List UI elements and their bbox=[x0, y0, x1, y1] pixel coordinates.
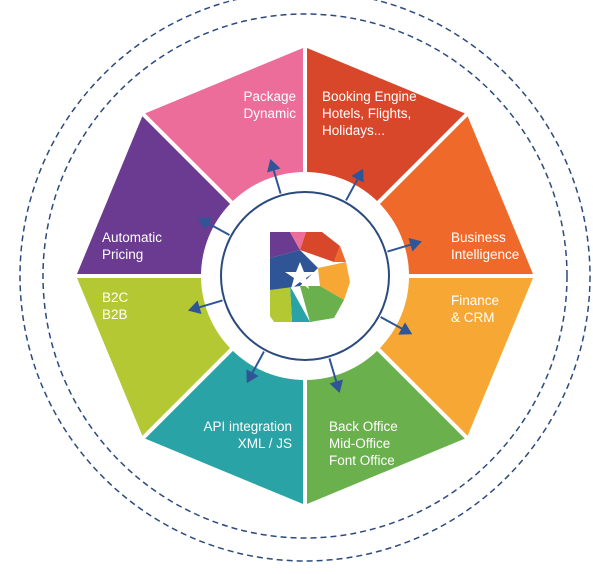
logo-facet bbox=[270, 286, 292, 322]
segment-label-line: Business bbox=[451, 230, 506, 245]
segment-label-line: API integration bbox=[203, 419, 292, 434]
arrow-head-icon bbox=[197, 217, 212, 230]
segment-label-line: B2C bbox=[102, 290, 129, 305]
segment-label-line: Package bbox=[243, 89, 296, 104]
logo-facet bbox=[300, 232, 340, 262]
logo-facet bbox=[300, 286, 344, 322]
segment-label-line: Mid-Office bbox=[329, 436, 390, 451]
segment-label-line: XML / JS bbox=[238, 436, 292, 451]
arrow-shaft bbox=[272, 168, 282, 194]
logo-facet bbox=[334, 246, 346, 262]
segment-label-finance-crm: Finance & CRM bbox=[451, 293, 499, 325]
arrow-head-icon bbox=[246, 369, 259, 384]
segment-label-line: & CRM bbox=[451, 310, 495, 325]
arrow-head-icon bbox=[188, 300, 202, 314]
middle-dashed-ring bbox=[42, 13, 568, 539]
segment-b2c-b2b bbox=[77, 278, 231, 436]
segment-automatic-pricing bbox=[77, 116, 231, 274]
arrow-shaft bbox=[197, 299, 223, 309]
logo-facet bbox=[318, 262, 350, 300]
arrow-shaft bbox=[345, 177, 360, 201]
segment-back-office bbox=[307, 350, 465, 504]
arrow-shaft bbox=[380, 316, 404, 331]
segment-label-line: Holidays... bbox=[322, 123, 385, 138]
b-logo bbox=[270, 232, 350, 322]
segment-label-line: Dynamic bbox=[243, 106, 296, 121]
arrow-head-icon bbox=[398, 322, 413, 335]
arrow-head-icon bbox=[329, 379, 343, 393]
arrow-shaft bbox=[250, 351, 265, 375]
logo-facet bbox=[270, 232, 300, 258]
segment-label-line: Font Office bbox=[329, 453, 395, 468]
arrow-shaft bbox=[387, 243, 413, 253]
logo-star-icon bbox=[285, 262, 315, 289]
arrow-head-icon bbox=[351, 168, 364, 183]
segment-label-line: Booking Engine bbox=[322, 89, 417, 104]
segment-label-line: Finance bbox=[451, 293, 499, 308]
segment-label-line: B2B bbox=[102, 307, 128, 322]
arrow-group bbox=[188, 159, 422, 393]
segment-label-line: Back Office bbox=[329, 419, 398, 434]
outer-dashed-ring bbox=[19, 0, 591, 562]
segment-label-line: Hotels, Flights, bbox=[322, 106, 411, 121]
segment-label-line: Intelligence bbox=[451, 247, 519, 262]
segment-finance-crm bbox=[379, 278, 533, 436]
segment-package-dynamic bbox=[145, 48, 303, 202]
segment-booking-engine bbox=[307, 48, 465, 202]
segment-label-line: Pricing bbox=[102, 247, 143, 262]
segment-business-intelligence bbox=[379, 116, 533, 274]
arrow-head-icon bbox=[408, 238, 422, 252]
logo-facet bbox=[290, 286, 310, 322]
segment-label-line: Automatic bbox=[102, 230, 162, 245]
arrow-shaft bbox=[328, 358, 338, 384]
arrow-head-icon bbox=[267, 159, 281, 173]
inner-ring bbox=[220, 191, 390, 361]
arrow-shaft bbox=[206, 221, 230, 236]
segment-api-integration bbox=[145, 350, 303, 504]
logo-facet bbox=[290, 232, 306, 250]
